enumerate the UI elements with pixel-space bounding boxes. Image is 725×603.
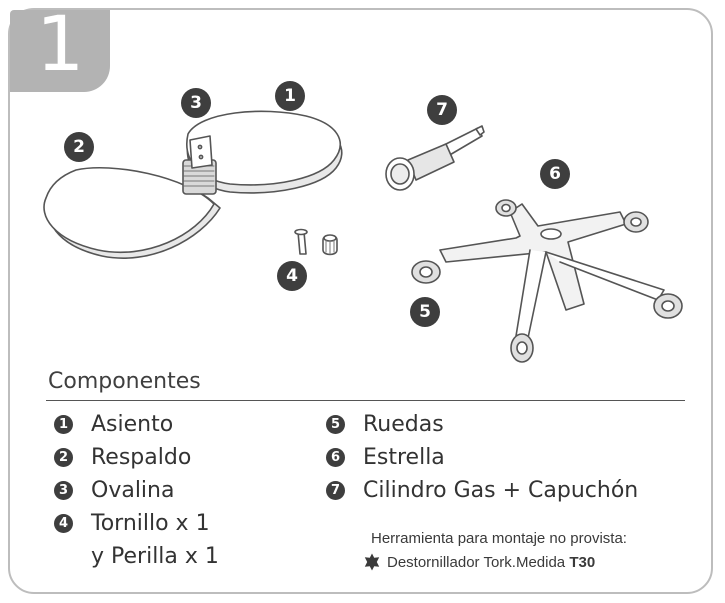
list-item: 7 Cilindro Gas + Capuchón bbox=[326, 474, 638, 507]
number-badge: 1 bbox=[54, 415, 73, 434]
tag-5: 5 bbox=[410, 297, 440, 327]
number-badge: 5 bbox=[326, 415, 345, 434]
svg-text:4: 4 bbox=[286, 266, 298, 286]
number-badge: 2 bbox=[54, 448, 73, 467]
components-list-left: 1 Asiento 2 Respaldo 3 Ovalina 4 Tornill… bbox=[54, 408, 219, 573]
svg-text:2: 2 bbox=[73, 137, 85, 157]
svg-text:6: 6 bbox=[549, 164, 561, 184]
number-badge: 7 bbox=[326, 481, 345, 500]
tool-note-item: Destornillador Tork.Medida T30 bbox=[363, 553, 627, 571]
tool-size: T30 bbox=[569, 553, 596, 571]
screw-knob-drawing bbox=[294, 228, 338, 256]
svg-text:5: 5 bbox=[419, 302, 431, 322]
tool-note: Herramienta para montaje no provista: De… bbox=[364, 530, 627, 571]
list-item: 2 Respaldo bbox=[54, 441, 219, 474]
seat-drawing bbox=[186, 110, 343, 194]
backrest-drawing bbox=[43, 167, 221, 259]
list-item-label: Respaldo bbox=[91, 445, 192, 470]
tag-6: 6 bbox=[540, 159, 570, 189]
bracket-drawing bbox=[182, 135, 217, 195]
list-item-label: y Perilla x 1 bbox=[91, 544, 219, 569]
list-item-continuation: y Perilla x 1 bbox=[54, 540, 219, 573]
number-badge: 6 bbox=[326, 448, 345, 467]
list-item-label: Estrella bbox=[363, 445, 445, 470]
tag-3: 3 bbox=[181, 88, 211, 118]
list-item-label: Ruedas bbox=[363, 412, 444, 437]
list-item: 3 Ovalina bbox=[54, 474, 219, 507]
tool-note-heading: Herramienta para montaje no provista: bbox=[371, 530, 627, 547]
components-illustration: 1 2 3 4 5 6 7 bbox=[43, 81, 683, 363]
tag-1: 1 bbox=[275, 81, 305, 111]
tag-2: 2 bbox=[64, 132, 94, 162]
list-item: 6 Estrella bbox=[326, 441, 638, 474]
list-item-label: Cilindro Gas + Capuchón bbox=[363, 478, 639, 503]
tool-name: Destornillador Tork.Medida bbox=[387, 553, 566, 571]
components-list-right: 5 Ruedas 6 Estrella 7 Cilindro Gas + Cap… bbox=[326, 408, 638, 507]
tag-4: 4 bbox=[277, 261, 307, 291]
components-heading: Componentes bbox=[48, 369, 201, 394]
illustration-tags: 1 2 3 4 5 6 7 bbox=[64, 81, 570, 327]
number-badge: 4 bbox=[54, 514, 73, 533]
list-item: 5 Ruedas bbox=[326, 408, 638, 441]
list-item-label: Tornillo x 1 bbox=[91, 511, 210, 536]
list-item-label: Ovalina bbox=[91, 478, 175, 503]
instruction-panel: 1 bbox=[8, 6, 713, 594]
list-item: 1 Asiento bbox=[54, 408, 219, 441]
step-tab: 1 bbox=[10, 6, 110, 92]
list-item-label: Asiento bbox=[91, 412, 174, 437]
list-item: 4 Tornillo x 1 bbox=[54, 507, 219, 540]
svg-text:7: 7 bbox=[436, 100, 448, 120]
number-badge: 3 bbox=[54, 481, 73, 500]
heading-divider bbox=[46, 400, 685, 401]
tag-7: 7 bbox=[427, 95, 457, 125]
star-base-drawing bbox=[411, 199, 683, 363]
torx-star-icon bbox=[364, 553, 380, 571]
step-number: 1 bbox=[36, 0, 84, 88]
svg-text:3: 3 bbox=[190, 93, 202, 113]
svg-text:1: 1 bbox=[284, 86, 296, 106]
gas-cylinder-drawing bbox=[385, 125, 485, 191]
